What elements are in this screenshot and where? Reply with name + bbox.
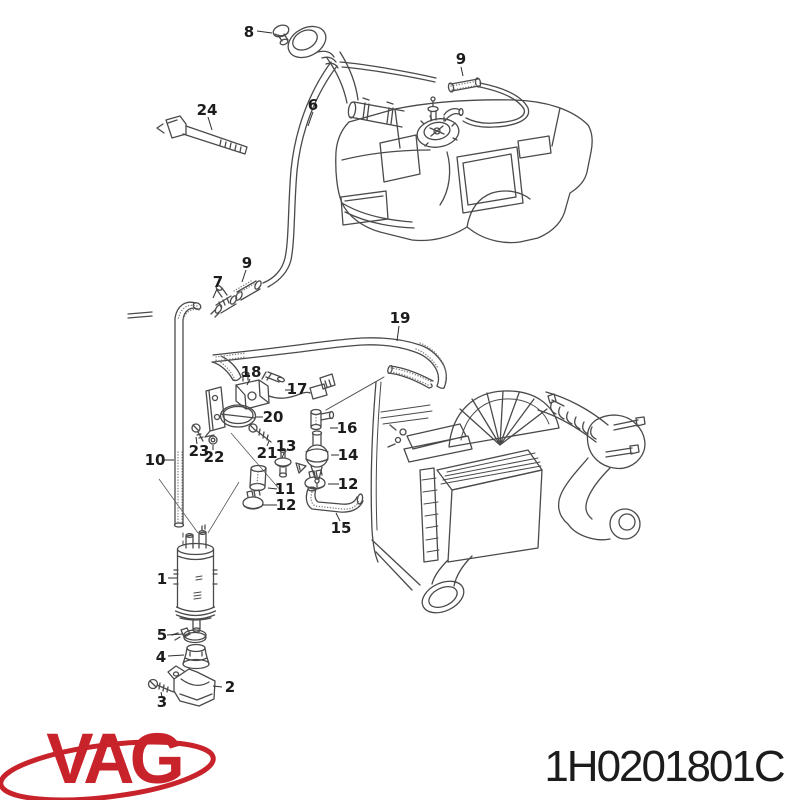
callout-12-left: 12 xyxy=(276,496,297,514)
callout-labels: 8 24 6 9 9 7 19 18 17 20 16 14 13 23 22 … xyxy=(145,23,467,711)
callout-2: 2 xyxy=(225,678,235,696)
vag-logo: VAG xyxy=(0,720,216,800)
tank-sender-flange xyxy=(416,96,464,148)
cable-tie xyxy=(156,115,248,155)
callout-7: 7 xyxy=(213,273,223,291)
callout-leaders xyxy=(160,30,464,698)
callout-8: 8 xyxy=(244,23,254,41)
callout-18: 18 xyxy=(241,363,262,381)
callout-1: 1 xyxy=(157,570,167,588)
callout-4: 4 xyxy=(156,648,166,666)
solenoid-valve-cluster xyxy=(191,371,336,445)
hose-19 xyxy=(211,337,447,411)
carbon-canister xyxy=(173,524,218,633)
callout-10: 10 xyxy=(145,451,166,469)
callout-13: 13 xyxy=(276,437,297,455)
vent-line-6 xyxy=(262,61,338,288)
brand-logo-text: VAG xyxy=(46,720,180,799)
callout-19: 19 xyxy=(390,309,411,327)
callout-24: 24 xyxy=(197,101,218,119)
hose-texture xyxy=(177,80,480,525)
callout-20: 20 xyxy=(263,408,284,426)
hose-sleeve-9-and-tpiece-7 xyxy=(210,280,262,318)
callout-9-mid: 9 xyxy=(242,254,252,272)
callout-3: 3 xyxy=(157,693,167,711)
callout-23: 23 xyxy=(189,442,210,460)
callout-5: 5 xyxy=(157,626,167,644)
air-cleaner-engine xyxy=(370,381,646,614)
callout-11: 11 xyxy=(275,480,296,498)
filler-cap-and-neck xyxy=(272,24,359,104)
vent-line-right xyxy=(339,61,530,128)
callout-16: 16 xyxy=(337,419,358,437)
callout-21: 21 xyxy=(257,444,278,462)
callout-9-top: 9 xyxy=(456,50,466,68)
hose-10 xyxy=(173,301,202,546)
fuel-tank xyxy=(335,99,593,244)
callout-14: 14 xyxy=(338,446,359,464)
callout-6: 6 xyxy=(308,96,318,114)
part-number: 1H0201801C xyxy=(544,742,785,791)
callout-22: 22 xyxy=(204,448,225,466)
callout-15: 15 xyxy=(331,519,352,537)
assembly-lines xyxy=(158,432,282,534)
open-pipe-end xyxy=(127,311,153,319)
canister-mounting-parts xyxy=(147,627,216,707)
vag-logo-swoosh xyxy=(0,739,216,800)
callout-12-right: 12 xyxy=(338,475,359,493)
check-valve-cluster xyxy=(242,408,364,513)
callout-17: 17 xyxy=(287,380,308,398)
